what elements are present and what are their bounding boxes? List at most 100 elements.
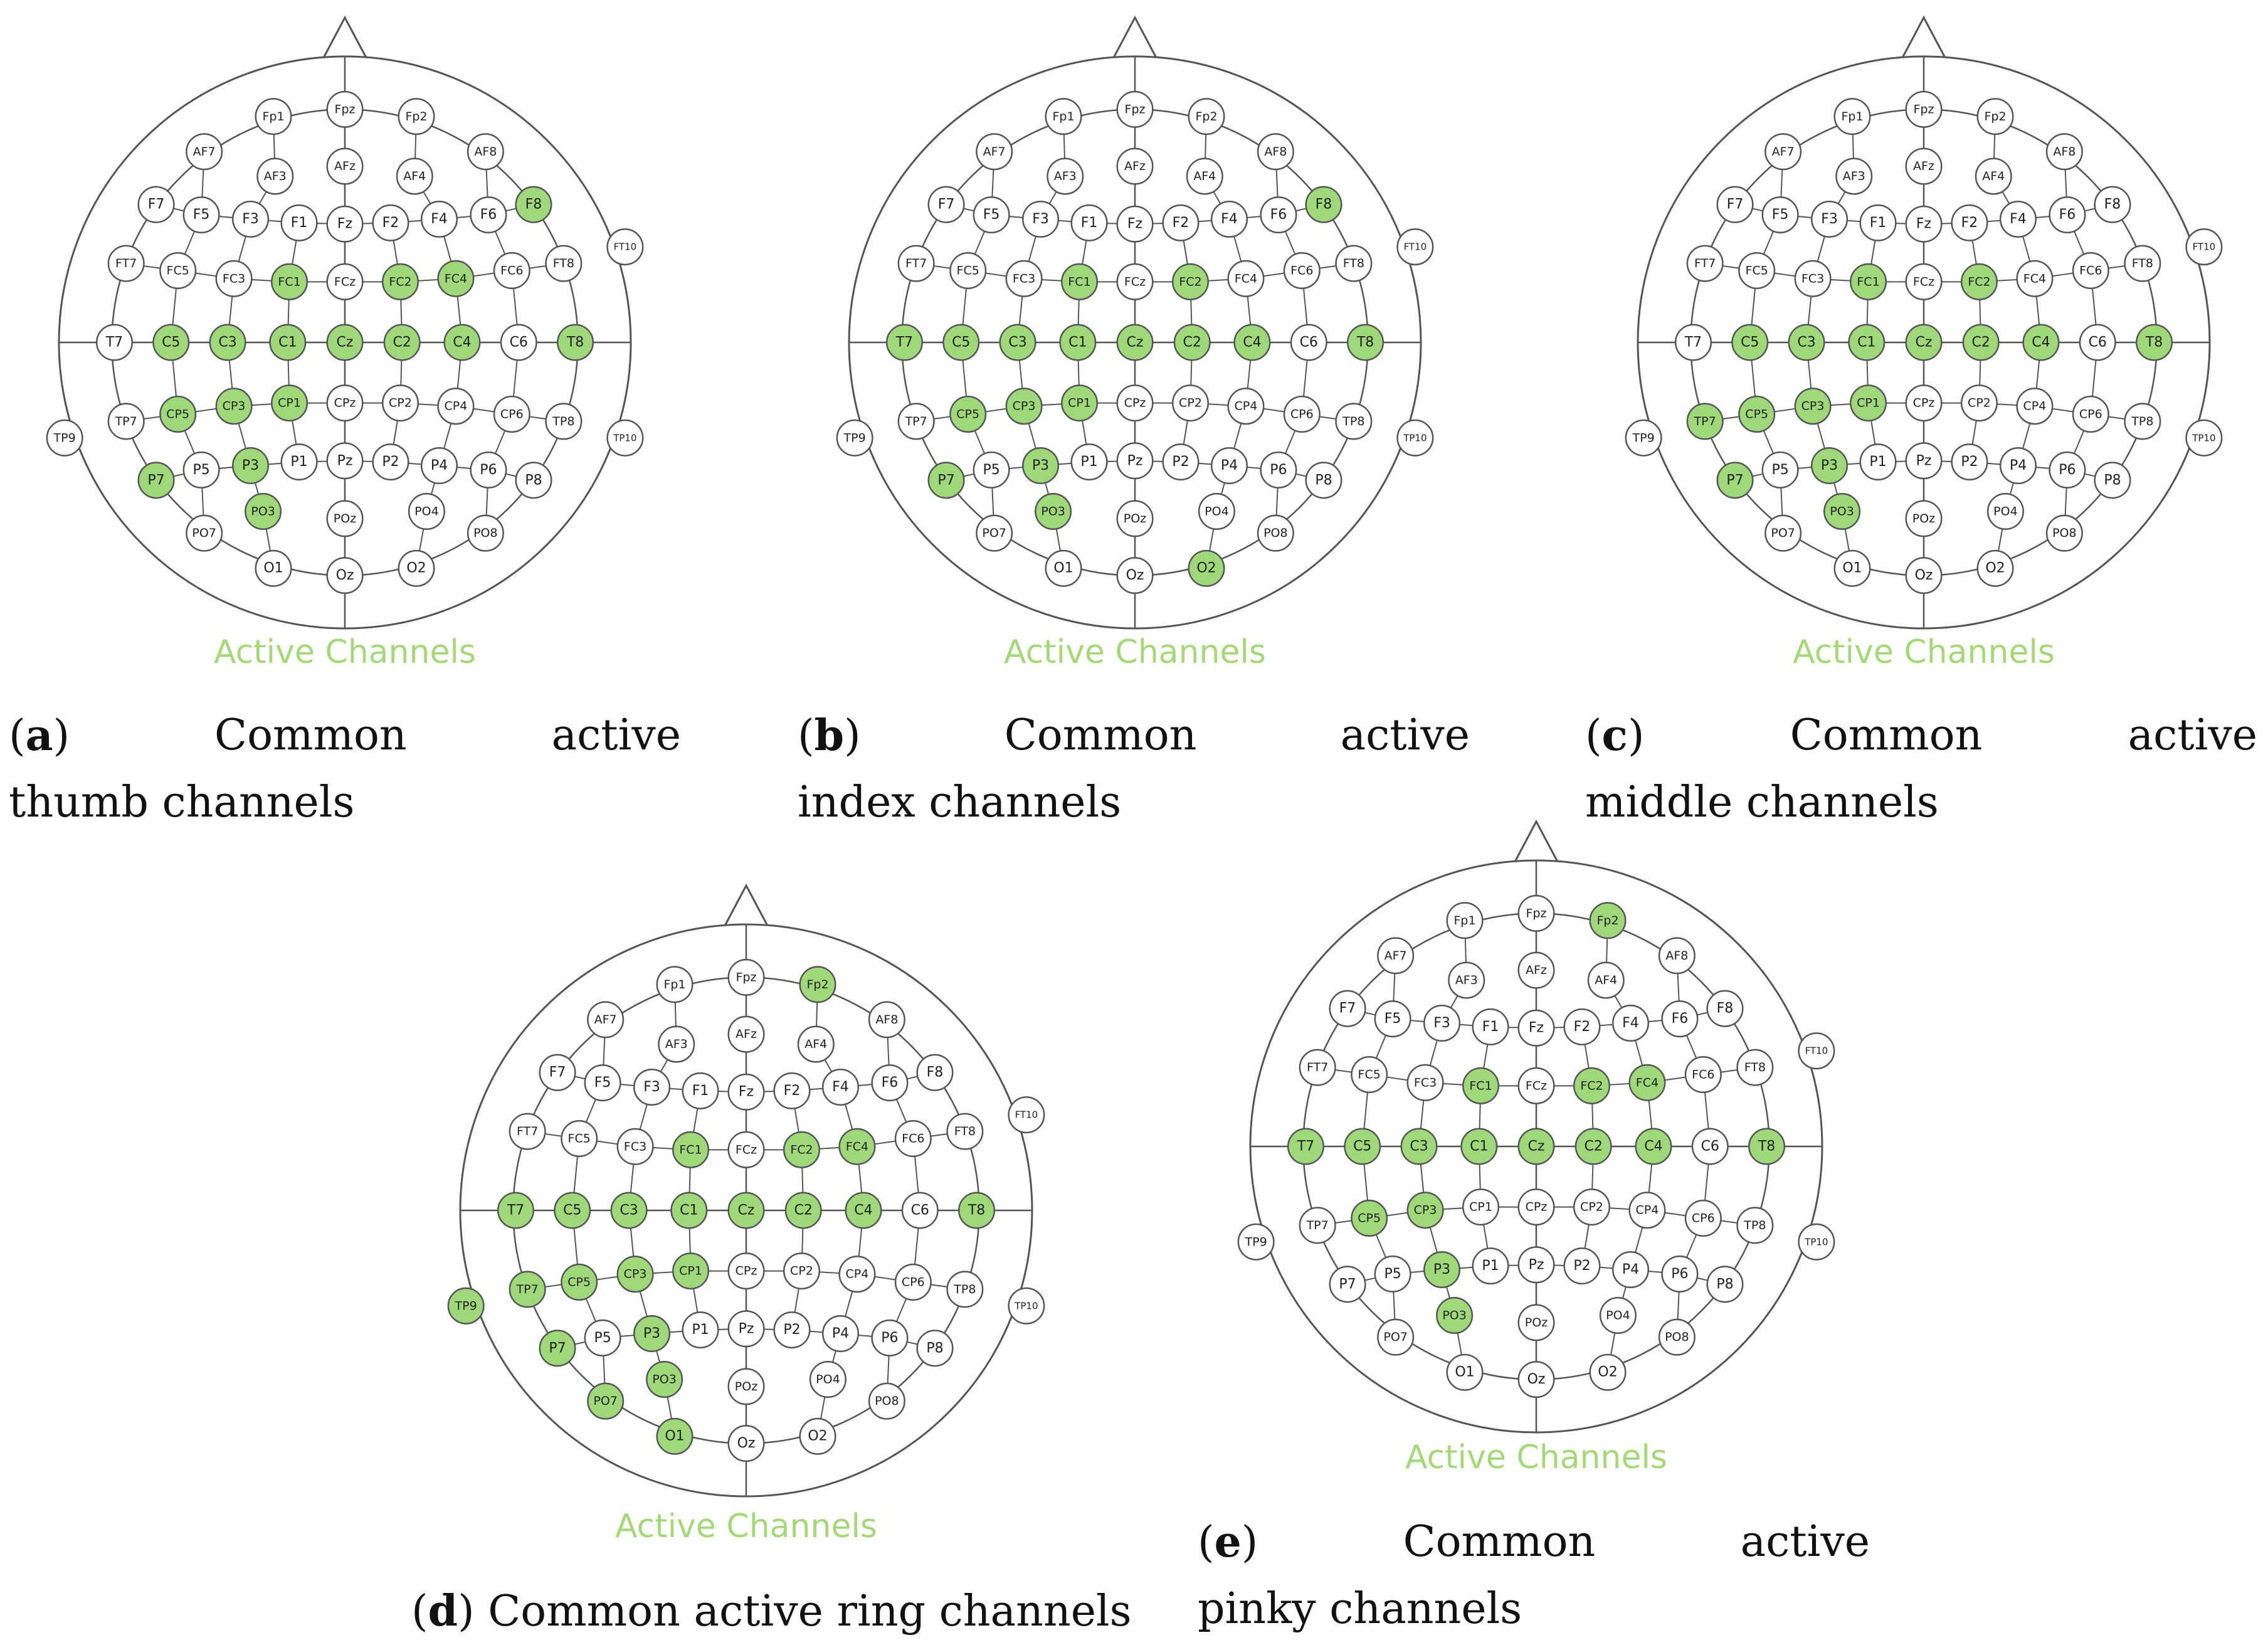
- electrode-marker: [1905, 500, 1943, 537]
- electrode-marker: [976, 514, 1013, 552]
- electrode-marker: [616, 1256, 654, 1293]
- electrode-p1: P1: [682, 1311, 719, 1349]
- electrode-label: PO7: [593, 1394, 618, 1408]
- electrode-tp9: TP9: [1237, 1223, 1275, 1261]
- electrode-marker: [372, 204, 409, 241]
- electrode-label: Fp2: [1984, 110, 2006, 124]
- electrode-marker: [1738, 252, 1776, 290]
- electrode-marker: [1047, 157, 1084, 195]
- electrode-po7: PO7: [1377, 1318, 1415, 1356]
- electrode-ft8: FT8: [946, 1113, 984, 1150]
- electrode-marker: [46, 419, 83, 457]
- electrode-marker: [1859, 204, 1897, 241]
- electrode-f4: F4: [1611, 1004, 1650, 1042]
- electrode-pz: Pz: [1517, 1246, 1555, 1284]
- electrode-po8: PO8: [1658, 1318, 1696, 1356]
- electrode-label: FC4: [1235, 272, 1257, 285]
- electrode-marker: [1658, 937, 1696, 975]
- electrode-label: F7: [1727, 197, 1744, 213]
- electrode-label: O1: [1455, 1365, 1474, 1380]
- electrode-o2: O2: [1589, 1353, 1627, 1391]
- electrode-label: FC2: [1179, 275, 1201, 288]
- electrode-fc3: FC3: [1794, 260, 1832, 297]
- electrode-label: TP10: [2192, 432, 2215, 443]
- electrode-label: FC3: [1801, 272, 1824, 285]
- electrode-ft8: FT8: [2124, 245, 2161, 282]
- electrode-label: F6: [480, 207, 497, 223]
- electrode-marker: [1905, 384, 1943, 422]
- electrode-marker: [727, 1192, 765, 1229]
- electrode-c6: C6: [2079, 324, 2116, 361]
- electrode-label: C5: [1741, 335, 1759, 351]
- electrode-marker: [1423, 1004, 1461, 1042]
- electrode-label: TP7: [905, 415, 927, 428]
- electrode-fc4: FC4: [1227, 260, 1265, 297]
- active-channels-label: Active Channels: [615, 1508, 877, 1545]
- electrode-p3: P3: [1810, 447, 1849, 485]
- electrode-marker: [137, 462, 175, 499]
- electrode-marker: [159, 395, 197, 433]
- electrode-marker: [1764, 514, 1802, 552]
- electrode-marker: [1227, 388, 1265, 425]
- electrode-label: P4: [1622, 1262, 1639, 1277]
- electrode-tp8: TP8: [946, 1271, 984, 1308]
- electrode-marker: [1905, 442, 1943, 480]
- electrode-f5: F5: [1761, 196, 1799, 234]
- electrode-fp1: Fp1: [1045, 98, 1082, 135]
- electrode-marker: [1351, 1056, 1388, 1094]
- electrode-marker: [1706, 990, 1744, 1027]
- electrode-marker: [1462, 1188, 1500, 1226]
- electrode-marker: [1905, 324, 1943, 361]
- electrode-marker: [1116, 384, 1154, 422]
- electrode-label: AF7: [1772, 145, 1795, 159]
- electrode-p8: P8: [916, 1330, 954, 1367]
- electrode-cp2: CP2: [1573, 1188, 1610, 1226]
- electrode-label: CP5: [956, 407, 979, 421]
- electrode-label: F8: [525, 197, 542, 213]
- electrode-label: FC2: [790, 1143, 813, 1156]
- electrode-label: O2: [808, 1429, 827, 1444]
- electrode-label: P2: [1961, 454, 1978, 470]
- electrode-marker: [727, 958, 765, 996]
- electrode-label: F5: [1385, 1011, 1401, 1027]
- electrode-marker: [420, 200, 458, 238]
- electrode-marker: [561, 1263, 598, 1301]
- electrode-ft7: FT7: [1686, 245, 1724, 282]
- electrode-marker: [894, 1120, 932, 1158]
- electrode-marker: [182, 451, 220, 489]
- electrode-pz: Pz: [326, 442, 364, 480]
- electrode-label: P1: [1080, 454, 1097, 470]
- electrode-marker: [470, 451, 507, 489]
- electrode-p7: P7: [137, 462, 175, 499]
- electrode-marker: [515, 462, 552, 499]
- electrode-marker: [584, 1064, 621, 1102]
- electrode-label: FT8: [553, 257, 574, 270]
- electrode-marker: [1008, 1287, 1045, 1325]
- electrode-label: F2: [1173, 215, 1189, 231]
- electrode-p5: P5: [182, 451, 220, 489]
- electrode-marker: [326, 442, 364, 480]
- electrode-label: POz: [735, 1380, 757, 1394]
- electrode-p1: P1: [280, 443, 318, 481]
- electrode-fc5: FC5: [949, 252, 987, 290]
- electrode-f6: F6: [470, 196, 507, 234]
- electrode-marker: [727, 1425, 765, 1463]
- electrode-marker: [1162, 443, 1200, 481]
- electrode-marker: [999, 324, 1036, 361]
- electrode-label: PO4: [1993, 504, 2018, 518]
- electrode-marker: [1260, 196, 1297, 234]
- electrode-af3: AF3: [658, 1025, 695, 1063]
- electrode-label: PO3: [652, 1372, 677, 1386]
- electrode-f5: F5: [1374, 1000, 1411, 1038]
- electrode-label: C6: [510, 335, 528, 351]
- electrode-o1: O1: [656, 1417, 694, 1455]
- electrode-cp3: CP3: [1794, 388, 1832, 425]
- electrode-marker: [897, 245, 935, 282]
- electrode-label: T8: [566, 335, 584, 351]
- electrode-po8: PO8: [868, 1382, 905, 1420]
- electrode-c2: C2: [1173, 324, 1211, 361]
- electrode-c2: C2: [784, 1192, 822, 1229]
- electrode-label: AF7: [1385, 949, 1407, 963]
- electrode-marker: [727, 1131, 765, 1168]
- electrode-marker: [1517, 1246, 1555, 1284]
